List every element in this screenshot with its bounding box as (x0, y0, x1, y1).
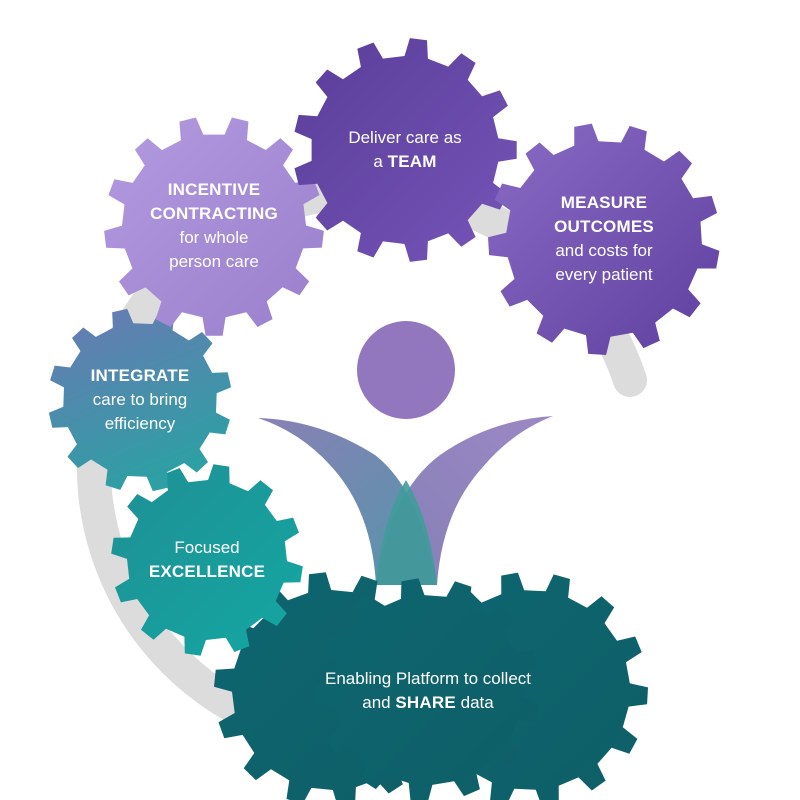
incentive-strong-2: CONTRACTING (150, 204, 278, 223)
platform-line-1: Enabling Platform to collect (325, 669, 531, 688)
measure-line-3: and costs for (555, 241, 653, 260)
gear-platform-label: Enabling Platform to collect and SHARE d… (325, 667, 531, 715)
measure-line-4: every patient (555, 265, 653, 284)
focused-strong: EXCELLENCE (148, 562, 266, 581)
incentive-line-4: person care (169, 252, 259, 271)
gear-incentive-label: INCENTIVE CONTRACTING for whole person c… (150, 178, 278, 274)
integrate-strong: INTEGRATE (90, 366, 190, 385)
person-with-raised-arms-icon (258, 321, 553, 585)
gear-integrate (48, 308, 232, 492)
platform-prefix: and (362, 693, 391, 712)
gear-team (294, 38, 517, 262)
platform-strong: SHARE (395, 693, 456, 712)
integrate-line-2: care to bring (92, 390, 188, 409)
gear-focused (111, 464, 303, 656)
incentive-strong-1: INCENTIVE (167, 180, 261, 199)
team-strong: TEAM (387, 152, 437, 171)
incentive-line-3: for whole (179, 228, 249, 247)
integrate-line-3: efficiency (104, 414, 176, 433)
gear-group (48, 38, 720, 800)
team-line-1: Deliver care as (348, 128, 462, 147)
logo-head (357, 321, 455, 419)
focused-line-1: Focused (174, 538, 240, 557)
gear-integrate-label: INTEGRATE care to bring efficiency (91, 364, 190, 436)
platform-suffix: data (460, 693, 494, 712)
gear-measure-label: MEASURE OUTCOMES and costs for every pat… (554, 191, 654, 287)
logo-center-overlap (376, 480, 437, 585)
gear-focused-label: Focused EXCELLENCE (149, 536, 265, 584)
gear-measure (488, 123, 720, 355)
gear-team-label: Deliver care as a TEAM (348, 126, 461, 174)
team-prefix: a (373, 152, 383, 171)
measure-strong-1: MEASURE (560, 193, 648, 212)
gear-incentive (104, 117, 324, 336)
measure-strong-2: OUTCOMES (554, 217, 654, 236)
gear-platform-center (316, 578, 540, 800)
